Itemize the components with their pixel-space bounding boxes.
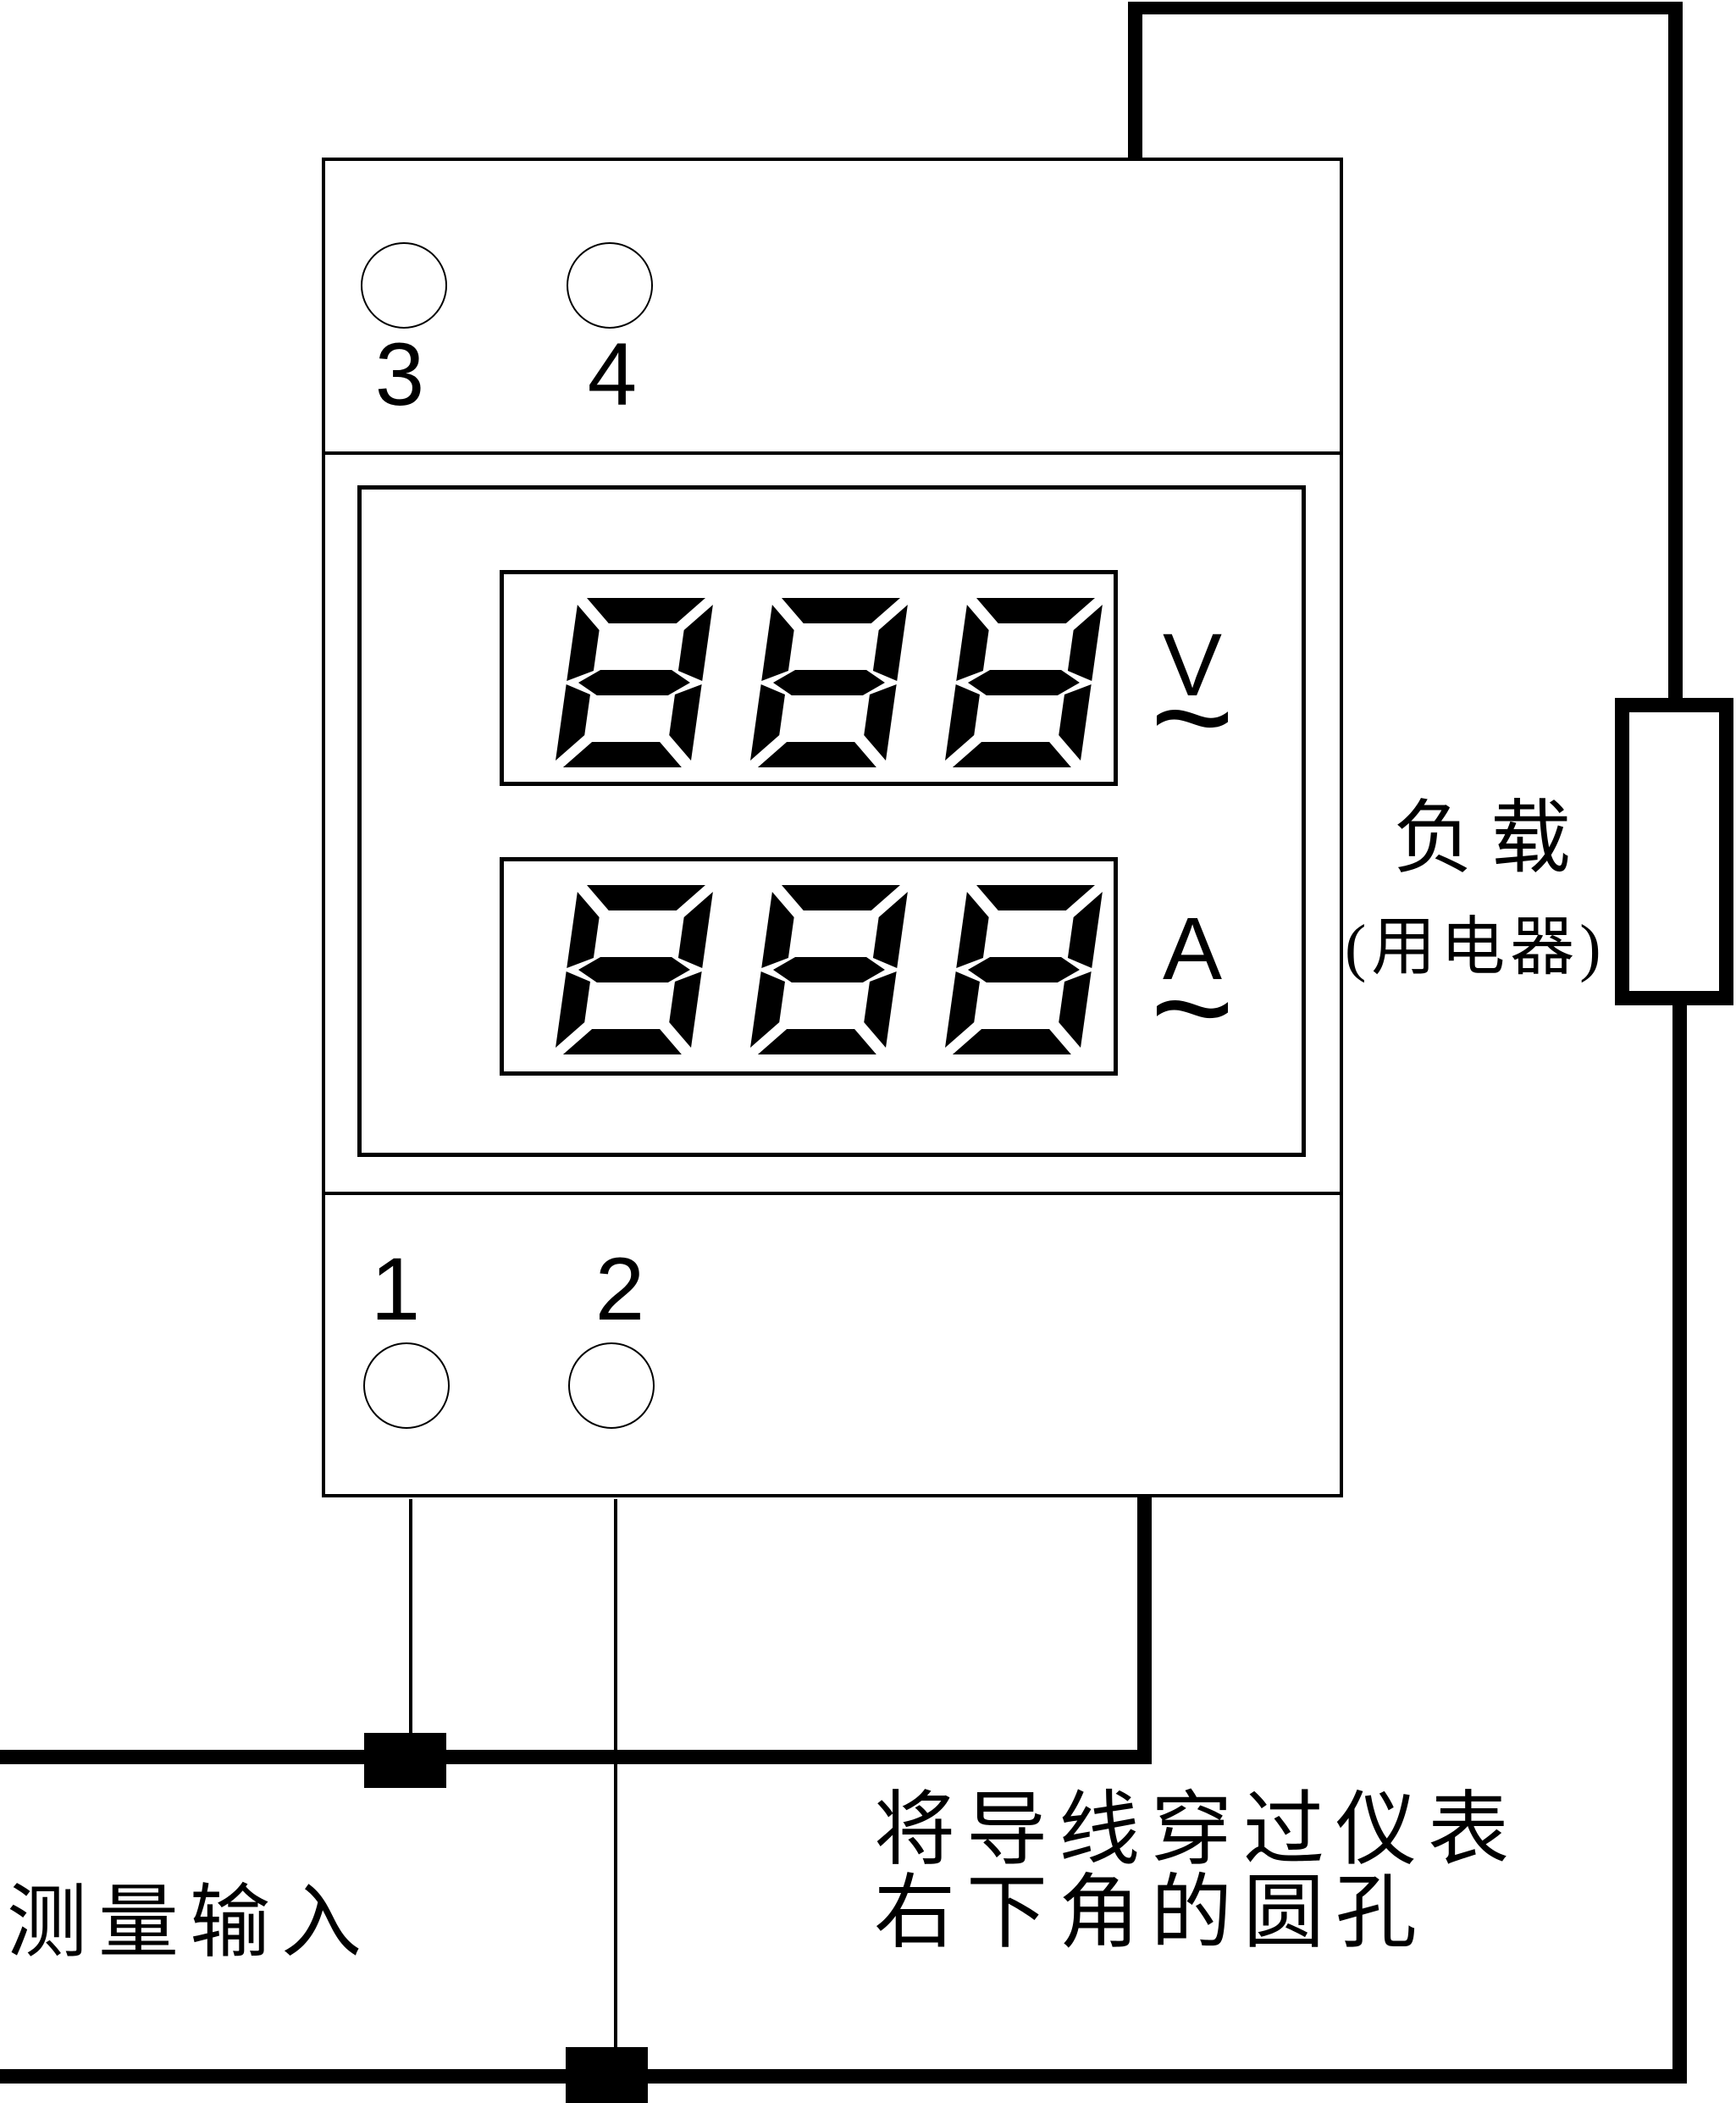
wire-right-vertical-to-load xyxy=(1668,2,1683,698)
seven-segment-digit xyxy=(556,598,713,767)
terminal-hole-4 xyxy=(567,242,653,329)
wire-note-line-1: 将导线穿过仪表 xyxy=(874,1785,1520,1875)
terminal-label-3: 3 xyxy=(374,325,425,424)
seven-segment-digit xyxy=(945,885,1103,1054)
seven-segment-digit xyxy=(945,598,1103,767)
volt-ac-symbol: ~ xyxy=(1150,637,1235,798)
load-label: 负载 xyxy=(1393,794,1589,883)
wire-through-meter-hole xyxy=(1137,1497,1152,1764)
voltage-seven-segment-digits xyxy=(556,598,1103,767)
load-resistor-symbol xyxy=(1615,698,1733,1005)
junction-node-terminal-2 xyxy=(566,2047,648,2103)
wire-top-horizontal xyxy=(1128,2,1683,14)
seven-segment-digit xyxy=(556,885,713,1054)
wire-top-vertical-from-meter xyxy=(1128,2,1142,158)
terminal-label-1: 1 xyxy=(370,1240,421,1339)
voltage-display-window xyxy=(500,570,1118,786)
sense-wire-terminal-1 xyxy=(409,1499,412,1753)
amp-ac-symbol: ~ xyxy=(1150,927,1235,1088)
top-terminal-strip-divider xyxy=(325,451,1340,455)
volt-unit-label: V xyxy=(1162,616,1223,715)
seven-segment-digit xyxy=(750,885,908,1054)
wire-measure-horizontal xyxy=(0,1750,1152,1764)
measurement-input-label: 测量输入 xyxy=(7,1878,373,1967)
amp-unit-label: A xyxy=(1162,899,1223,999)
wire-right-vertical-below-load xyxy=(1672,1005,1687,2084)
wire-bottom-horizontal xyxy=(0,2069,1687,2084)
bottom-terminal-strip-divider xyxy=(325,1192,1340,1195)
seven-segment-digit xyxy=(750,598,908,767)
terminal-label-4: 4 xyxy=(587,325,638,424)
terminal-label-2: 2 xyxy=(594,1240,645,1339)
current-display-window xyxy=(500,857,1118,1076)
terminal-hole-1 xyxy=(363,1342,450,1429)
sense-wire-terminal-2 xyxy=(614,1499,617,2050)
current-seven-segment-digits xyxy=(556,885,1103,1054)
terminal-hole-3 xyxy=(361,242,447,329)
junction-node-terminal-1 xyxy=(364,1733,446,1788)
wire-note-line-2: 右下角的圆孔 xyxy=(874,1868,1428,1958)
load-sublabel: (用电器) xyxy=(1345,912,1606,983)
terminal-hole-2 xyxy=(568,1342,655,1429)
